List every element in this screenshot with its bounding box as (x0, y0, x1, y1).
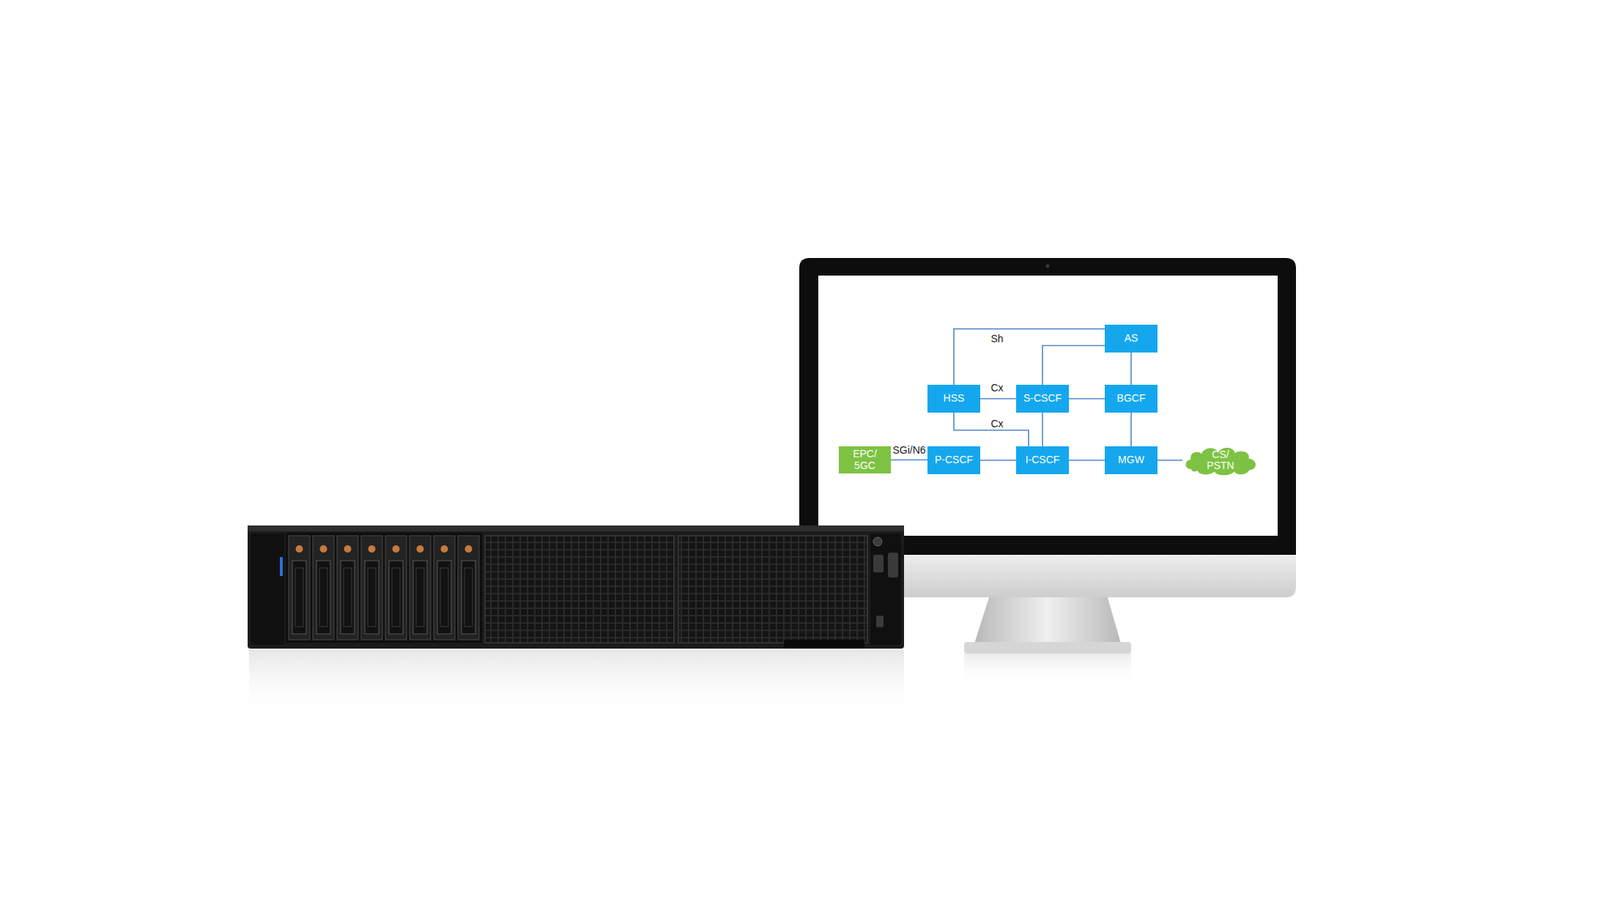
interface-label: Cx (990, 417, 1003, 430)
interface-label: Sh (990, 332, 1003, 345)
interface-line (953, 328, 1105, 385)
usb-port (876, 615, 884, 628)
drive-bay (433, 535, 455, 640)
drive-bay (409, 535, 431, 640)
interface-line (1157, 459, 1183, 461)
drive-bay (312, 535, 335, 640)
ims-node-box: MGW (1104, 446, 1158, 474)
node-label: I-CSCF (1025, 454, 1061, 466)
chassis-top-edge (247, 525, 905, 532)
status-light (279, 556, 283, 576)
interface-line (953, 412, 1029, 447)
node-label: EPC/ 5GC (850, 448, 880, 472)
front-grille (678, 535, 868, 643)
ims-node-box: BGCF (1104, 384, 1158, 413)
interface-line (1041, 412, 1044, 447)
left-rack-ear (250, 533, 285, 645)
node-label: S-CSCF (1023, 392, 1062, 404)
monitor-chin (799, 554, 1296, 598)
interface-line (1130, 352, 1132, 385)
node-label: MGW (1117, 454, 1145, 466)
front-grille (484, 535, 674, 643)
interface-line (1068, 397, 1105, 400)
stand-neck (974, 594, 1121, 644)
camera-dot (1046, 264, 1050, 269)
interface-line (1130, 412, 1132, 447)
stand-reflection (964, 653, 1132, 683)
drive-bay (361, 535, 383, 640)
monitor-screen (818, 275, 1278, 536)
node-label: AS (1124, 332, 1139, 344)
monitor-bezel (799, 257, 1296, 555)
drive-bay (288, 535, 310, 640)
vga-port (887, 552, 899, 578)
ims-node-box: HSS (927, 384, 981, 413)
interface-line (1068, 459, 1105, 461)
drive-bay (457, 535, 480, 640)
drive-bay (336, 535, 359, 640)
ims-node-box: AS (1104, 324, 1158, 353)
node-label: BGCF (1117, 392, 1146, 404)
stand-base (964, 641, 1132, 654)
monitor-stand (964, 594, 1132, 683)
node-label: HSS (943, 392, 965, 404)
ims-node-box: P-CSCF (927, 446, 981, 474)
server-chassis (247, 525, 905, 649)
node-label: P-CSCF (934, 454, 973, 466)
ims-node-box: I-CSCF (1016, 446, 1069, 474)
node-label: CS/ PSTN (1204, 449, 1237, 472)
interface-label: Cx (990, 381, 1003, 394)
network-cloud: CS/ PSTN (1182, 443, 1259, 477)
interface-line (1042, 345, 1105, 386)
ims-node-box: EPC/ 5GC (838, 446, 891, 474)
drive-bay (385, 535, 407, 640)
ims-node-box: S-CSCF (1016, 384, 1069, 413)
front-badge (783, 639, 865, 649)
interface-line (890, 459, 928, 461)
drive-bays (285, 532, 483, 643)
usb-port (873, 554, 884, 573)
interface-line (980, 397, 1017, 400)
right-rack-ear (870, 533, 902, 645)
server-reflection (249, 649, 905, 716)
interface-line (980, 459, 1017, 461)
power-button (873, 536, 883, 546)
interface-label: SGi/N6 (892, 443, 926, 456)
